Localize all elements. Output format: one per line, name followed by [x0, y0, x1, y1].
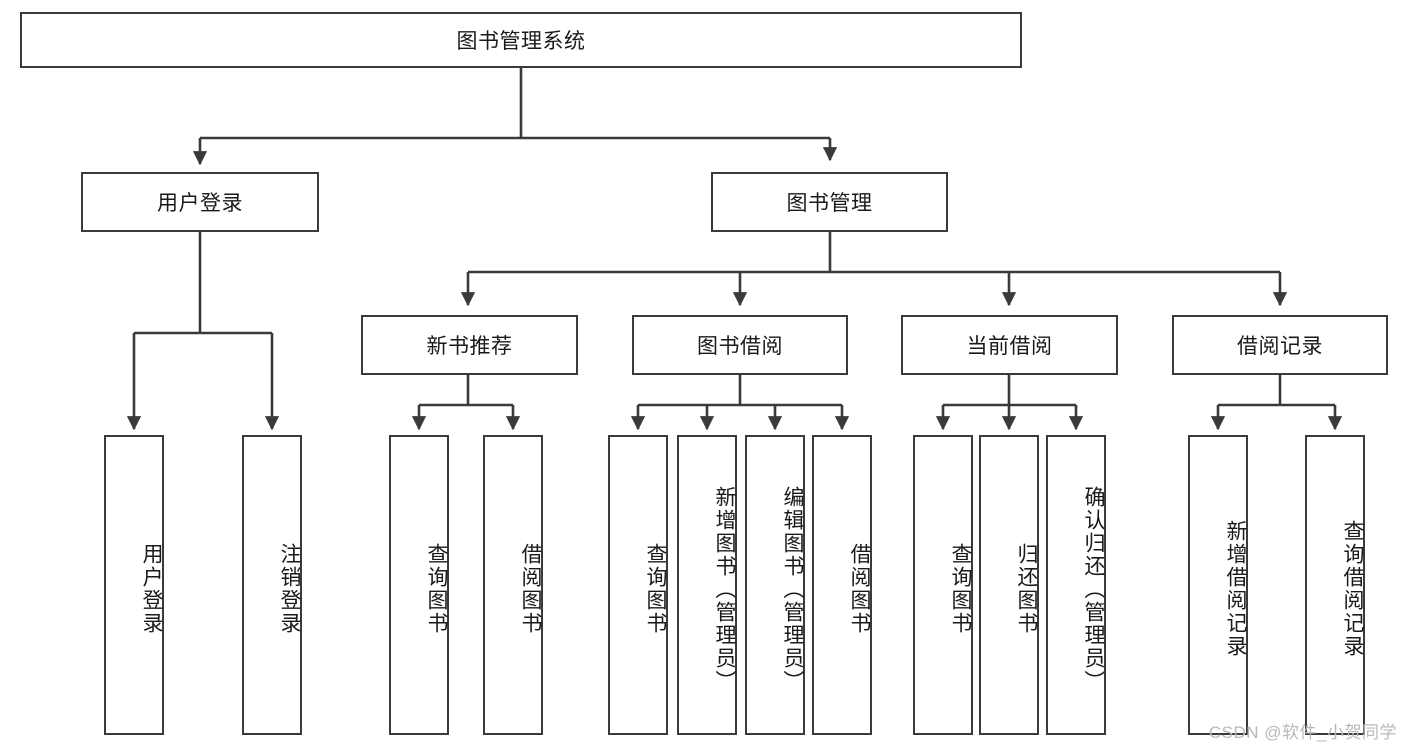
leaf-query-book-2[interactable]: 查询图书	[608, 435, 668, 735]
node-current-borrow[interactable]: 当前借阅	[901, 315, 1118, 375]
leaf-query-record-label: 查询借阅记录	[1341, 520, 1364, 658]
leaf-query-book-1[interactable]: 查询图书	[389, 435, 449, 735]
node-borrow-record-label: 借阅记录	[1237, 335, 1323, 358]
node-new-book-recommend[interactable]: 新书推荐	[361, 315, 578, 375]
leaf-add-record[interactable]: 新增借阅记录	[1188, 435, 1248, 735]
node-current-borrow-label: 当前借阅	[966, 335, 1053, 358]
leaf-borrow-book-1[interactable]: 借阅图书	[483, 435, 543, 735]
node-borrow-record[interactable]: 借阅记录	[1172, 315, 1388, 375]
node-new-book-recommend-label: 新书推荐	[426, 335, 513, 358]
leaf-query-book-1-label: 查询图书	[425, 543, 448, 635]
node-book-borrow-label: 图书借阅	[697, 335, 783, 358]
leaf-return-book-label: 归还图书	[1015, 543, 1038, 635]
leaf-user-login[interactable]: 用户登录	[104, 435, 164, 735]
leaf-borrow-book-1-label: 借阅图书	[519, 543, 542, 635]
node-user-login-label: 用户登录	[157, 192, 243, 215]
node-root-label: 图书管理系统	[456, 30, 586, 53]
leaf-query-book-2-label: 查询图书	[644, 543, 667, 635]
leaf-add-book[interactable]: 新增图书（管理员）	[677, 435, 737, 735]
leaf-add-record-label: 新增借阅记录	[1224, 520, 1247, 658]
node-book-manage-label: 图书管理	[786, 192, 873, 215]
leaf-user-logout-label: 注销登录	[278, 543, 301, 635]
leaf-user-logout[interactable]: 注销登录	[242, 435, 302, 735]
leaf-confirm-return[interactable]: 确认归还（管理员）	[1046, 435, 1106, 735]
leaf-borrow-book-2[interactable]: 借阅图书	[812, 435, 872, 735]
leaf-query-book-3-label: 查询图书	[949, 543, 972, 635]
leaf-query-book-3[interactable]: 查询图书	[913, 435, 973, 735]
leaf-add-book-label: 新增图书（管理员）	[713, 485, 736, 693]
leaf-confirm-return-label: 确认归还（管理员）	[1082, 485, 1105, 693]
leaf-edit-book-label: 编辑图书（管理员）	[781, 485, 804, 693]
node-book-manage[interactable]: 图书管理	[711, 172, 948, 232]
leaf-borrow-book-2-label: 借阅图书	[848, 543, 871, 635]
leaf-query-record[interactable]: 查询借阅记录	[1305, 435, 1365, 735]
leaf-edit-book[interactable]: 编辑图书（管理员）	[745, 435, 805, 735]
leaf-user-login-label: 用户登录	[140, 543, 163, 635]
node-user-login[interactable]: 用户登录	[81, 172, 319, 232]
watermark: CSDN @软件_小贺同学	[1208, 723, 1397, 742]
leaf-return-book[interactable]: 归还图书	[979, 435, 1039, 735]
node-root[interactable]: 图书管理系统	[20, 12, 1022, 68]
node-book-borrow[interactable]: 图书借阅	[632, 315, 848, 375]
